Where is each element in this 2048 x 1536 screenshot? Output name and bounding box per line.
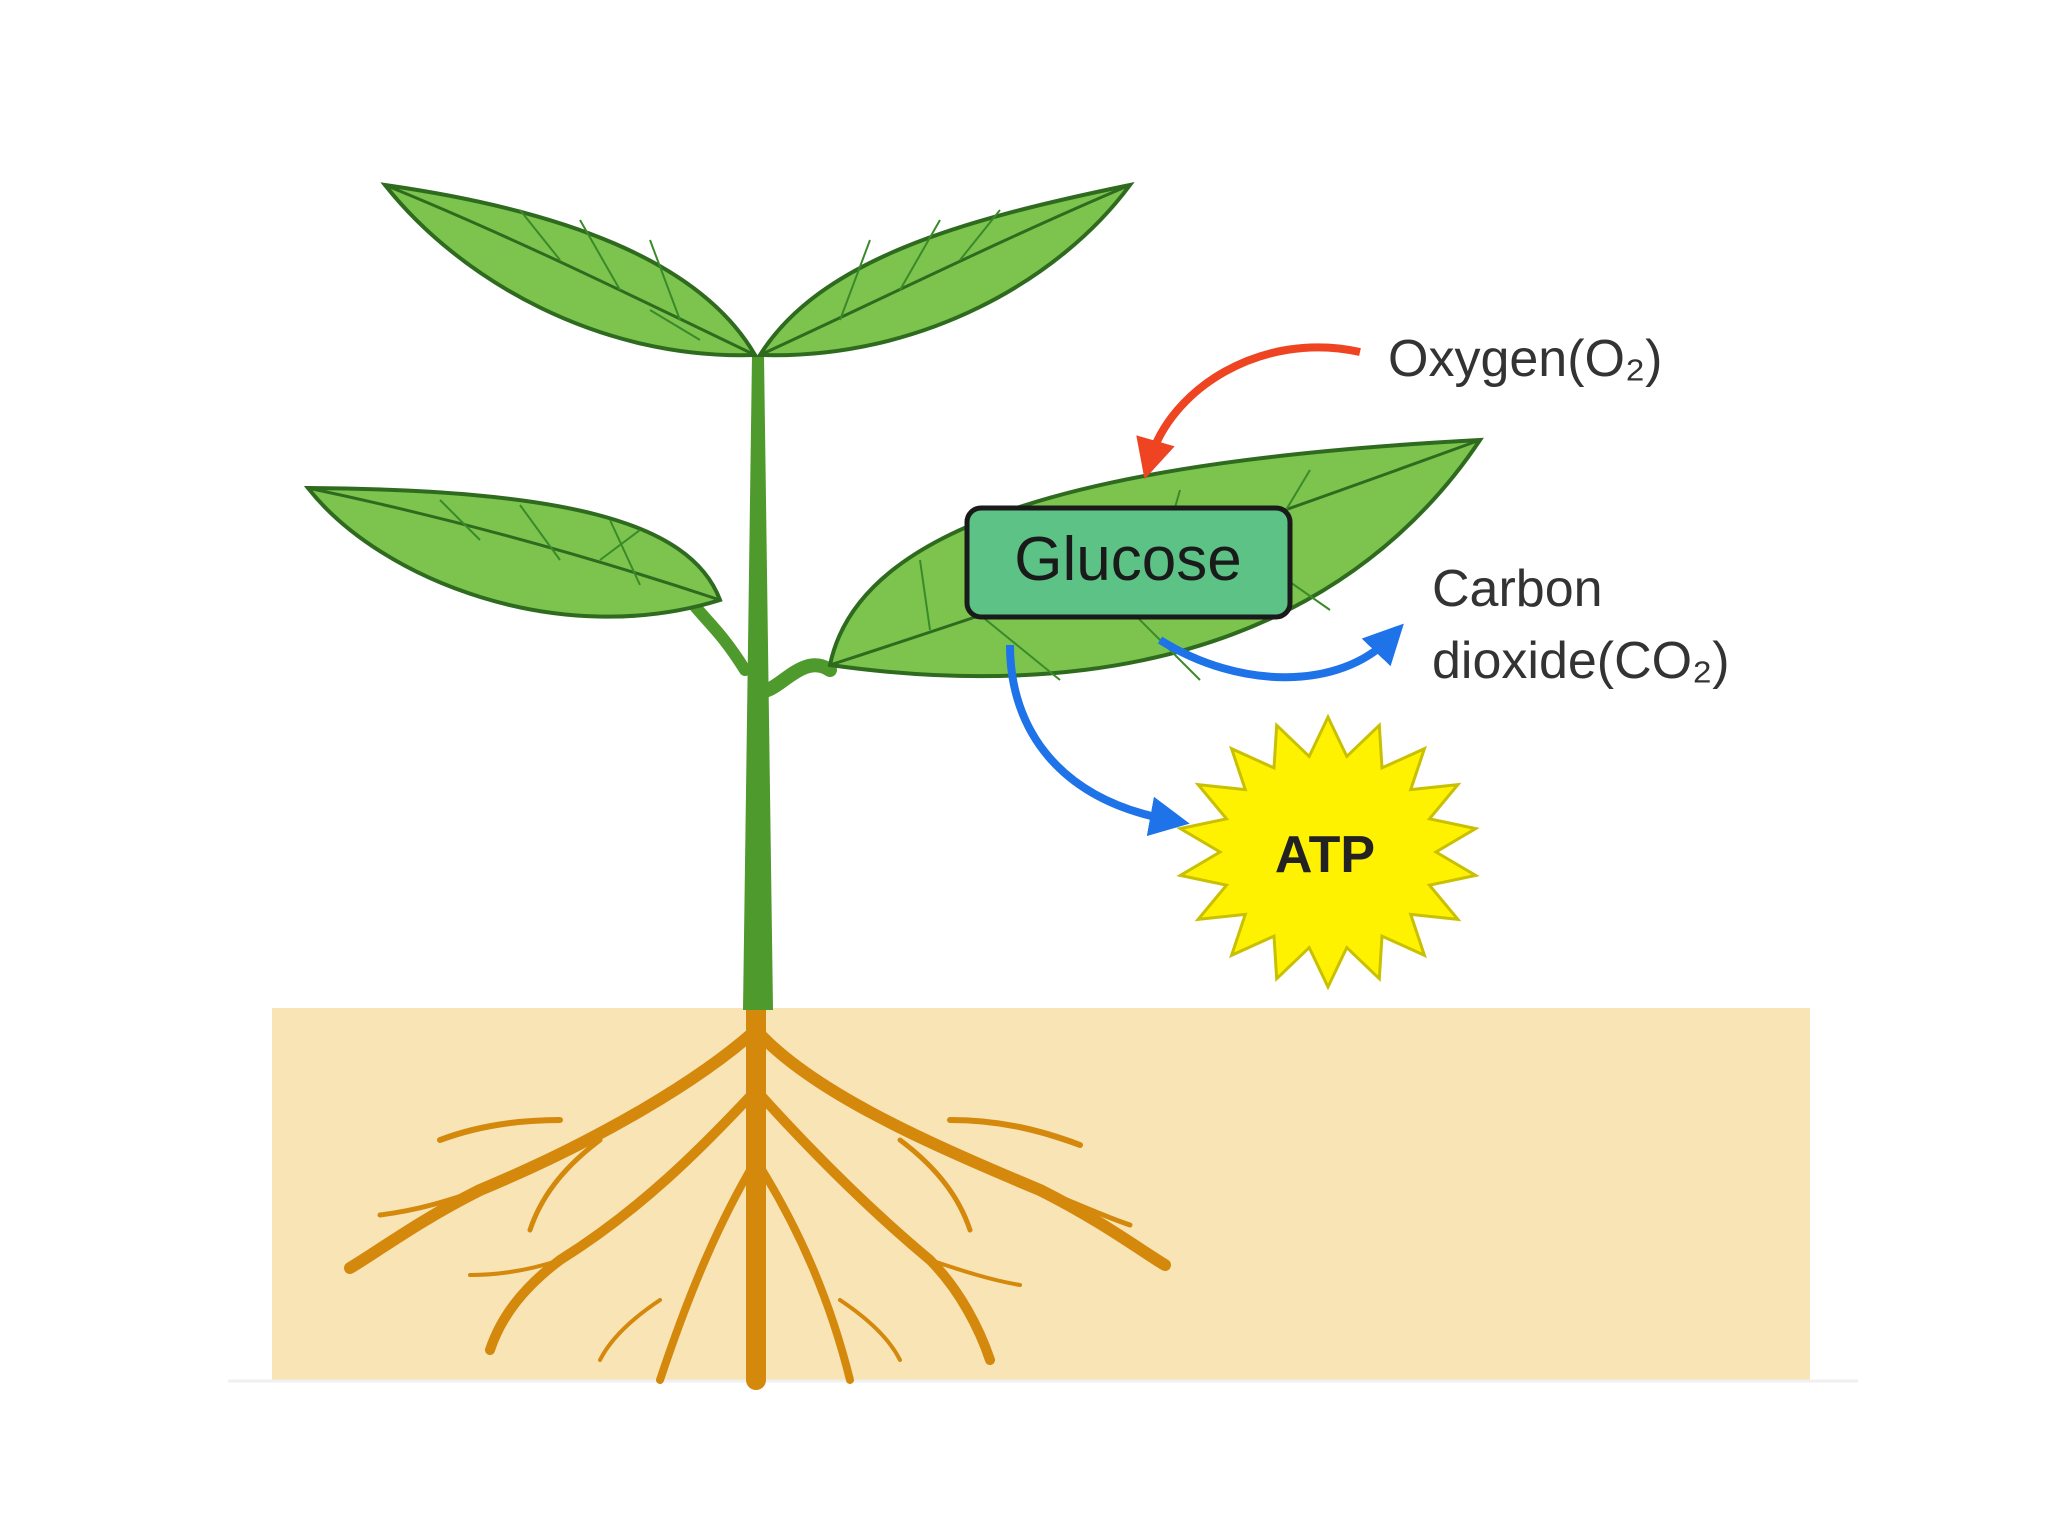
co2-label-line2: dioxide(CO₂) <box>1432 632 1730 690</box>
glucose-box <box>964 505 1293 620</box>
co2-label-line1: Carbon <box>1432 560 1603 618</box>
roots <box>344 998 1171 1390</box>
oxygen-arrow <box>1136 343 1361 480</box>
leaf-top-left <box>380 182 759 358</box>
atp-starburst <box>1176 713 1480 991</box>
oxygen-label: Oxygen(O₂) <box>1388 330 1662 388</box>
co2-arrow <box>1157 623 1404 682</box>
atp-label: ATP <box>1275 826 1375 884</box>
leaf-top-right <box>756 181 1135 358</box>
stem <box>684 355 837 1010</box>
glucose-label: Glucose <box>1014 525 1241 594</box>
atp-arrow <box>1006 644 1190 837</box>
leaf-mid-left <box>303 485 723 619</box>
